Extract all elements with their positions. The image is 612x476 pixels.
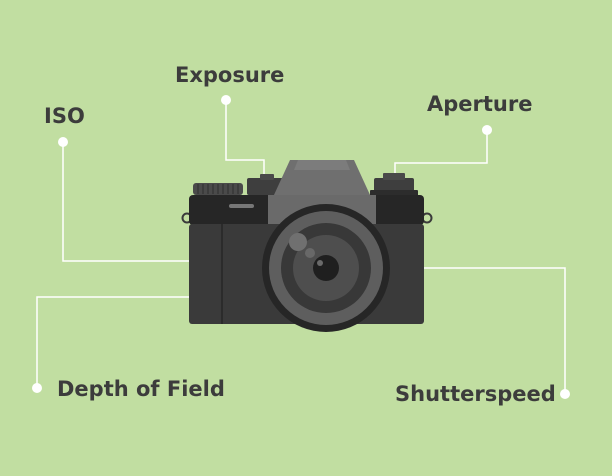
leader-line-shutterspeed [424, 267, 566, 394]
camera-grip-seam [221, 224, 223, 324]
dot-depth-of-field [32, 383, 42, 393]
label-shutterspeed: Shutterspeed [395, 382, 556, 406]
dot-shutterspeed [560, 389, 570, 399]
dot-aperture [482, 125, 492, 135]
label-exposure: Exposure [175, 63, 285, 87]
lens-reflection-large [289, 233, 307, 251]
dot-exposure [221, 95, 231, 105]
label-depth-of-field: Depth of Field [57, 377, 225, 401]
leader-line-iso [62, 142, 189, 262]
label-iso: ISO [44, 104, 85, 128]
camera-icon [181, 160, 433, 332]
leader-dots [32, 95, 570, 399]
viewfinder-prism-top [294, 160, 350, 170]
mode-dial-ridges [197, 184, 239, 194]
aperture-dial-cap [383, 173, 405, 180]
lens-center [313, 255, 339, 281]
leader-line-exposure [225, 100, 265, 178]
exposure-button-cap [260, 174, 274, 180]
lens-reflection-medium [305, 248, 315, 258]
leader-lines [36, 100, 566, 394]
label-aperture: Aperture [427, 92, 533, 116]
lens-reflection-small [317, 260, 323, 266]
leader-line-aperture [394, 130, 488, 178]
indicator-light [229, 204, 254, 208]
dot-iso [58, 137, 68, 147]
leader-line-depth-of-field [36, 296, 189, 388]
aperture-dial-base [370, 190, 418, 196]
